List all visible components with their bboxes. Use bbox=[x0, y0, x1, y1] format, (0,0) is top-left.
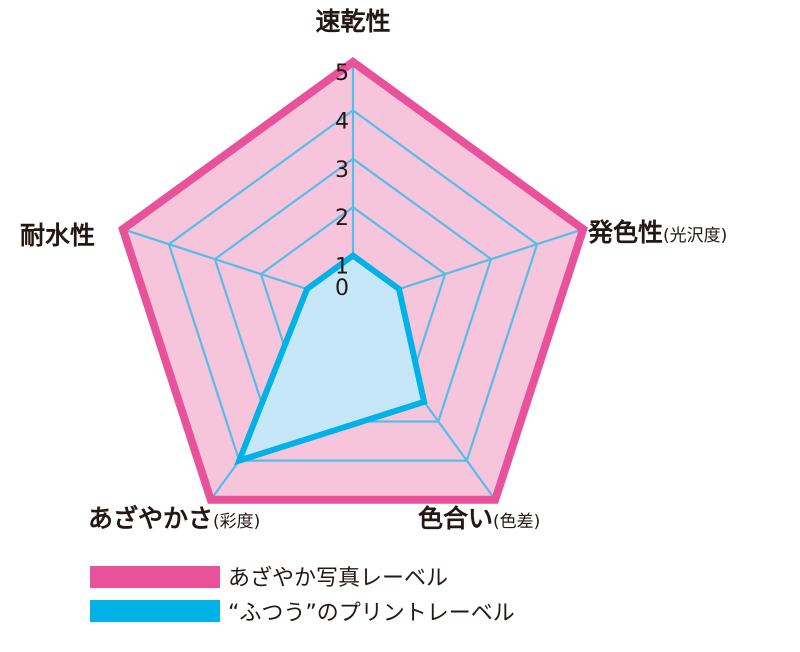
tick-label-0: 0 bbox=[335, 276, 349, 301]
legend-label-normal: “ふつう”のプリントレーベル bbox=[228, 601, 515, 626]
tick-label-4: 4 bbox=[335, 109, 349, 134]
legend-label-photo: あざやか写真レーベル bbox=[228, 565, 448, 591]
axis-label-saturation: あざやかさ(彩度) bbox=[88, 504, 260, 533]
series-line-1 bbox=[234, 251, 428, 466]
tick-label-2: 2 bbox=[335, 206, 349, 231]
legend-swatch-photo bbox=[90, 566, 220, 588]
tick-label-1: 1 bbox=[335, 255, 349, 280]
tick-label-3: 3 bbox=[335, 158, 349, 183]
axis-label-quick-dry: 速乾性 bbox=[315, 7, 390, 36]
series-line-0 bbox=[118, 57, 588, 504]
axis-label-hue: 色合い(色差) bbox=[418, 504, 540, 533]
series-area-1 bbox=[239, 255, 425, 461]
legend-swatch-normal bbox=[90, 600, 220, 622]
grid-ring-4 bbox=[167, 109, 539, 462]
tick-label-5: 5 bbox=[335, 61, 349, 86]
axis-label-water-resistance: 耐水性 bbox=[20, 221, 95, 250]
axis-label-color: 発色性(光沢度) bbox=[587, 218, 727, 247]
